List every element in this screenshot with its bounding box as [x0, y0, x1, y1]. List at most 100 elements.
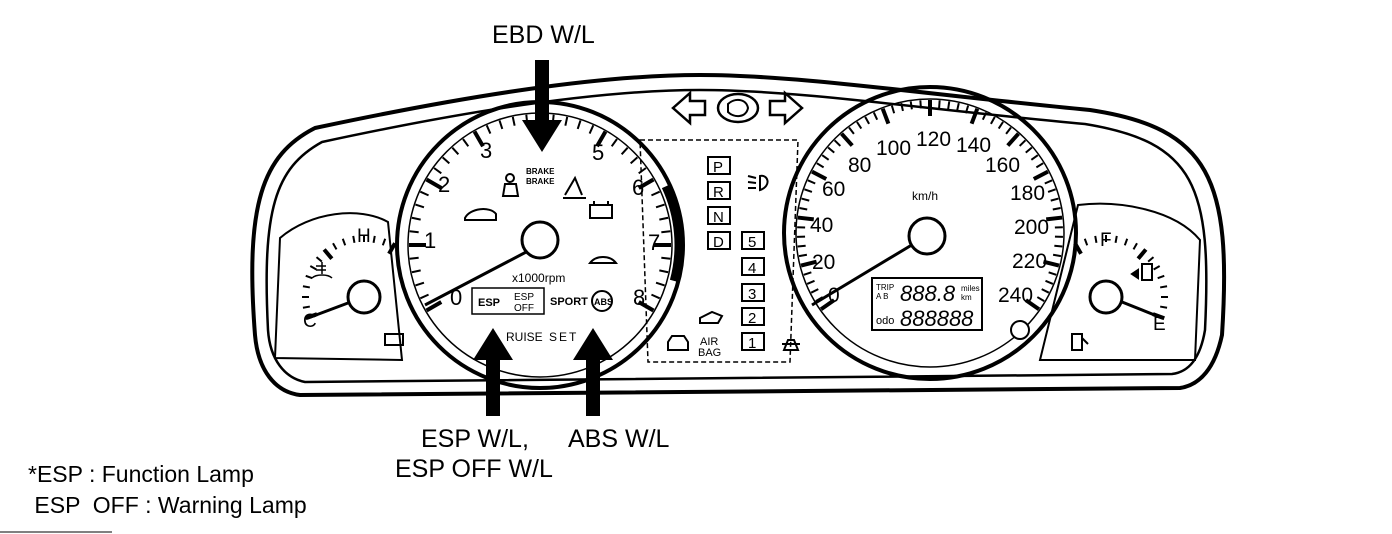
temp-tick: [381, 238, 387, 246]
tach-tick: [659, 216, 669, 221]
speed-tick: [964, 105, 970, 114]
battery-charge-icon: [589, 201, 613, 219]
speed-tick: [806, 279, 815, 285]
speed-tick: [1048, 271, 1057, 276]
speed-tick: [827, 146, 835, 154]
coolant-temp-icon: [311, 262, 333, 279]
temp-tick: [387, 242, 397, 255]
low-fuel-icon: [1071, 333, 1089, 351]
speed-tick: [833, 139, 842, 147]
temp-hub: [346, 279, 382, 315]
tach-number-1: 1: [424, 228, 436, 253]
esp-arrow: [473, 328, 513, 416]
esp-off-warning-lamp-note: ESP OFF : Warning Lamp: [28, 492, 307, 518]
speed-number-200: 200: [1014, 216, 1049, 239]
speedometer-bezel: [782, 85, 1078, 381]
check-engine-icon: [667, 335, 689, 351]
ebd-warning-lamp-label: EBD W/L: [492, 21, 595, 49]
odo-digits: 888888: [900, 306, 974, 331]
fuel-gauge: F E: [1071, 230, 1168, 351]
sport-gear-1: 1: [748, 335, 756, 352]
speed-number-100: 100: [876, 137, 911, 160]
tach-number-7: 7: [648, 230, 660, 255]
fuel-full-label: F: [1100, 230, 1112, 251]
speed-tick: [821, 154, 830, 161]
fuel-tick: [1147, 256, 1155, 263]
gear-p: P: [713, 159, 723, 176]
speed-tick: [1024, 298, 1041, 311]
temp-tick: [302, 305, 311, 309]
fuel-tick: [1159, 285, 1168, 289]
speed-tick: [801, 197, 810, 202]
tach-tick: [610, 138, 618, 147]
speed-tick: [816, 162, 825, 169]
callout-arrows: [473, 60, 613, 416]
tach-tick: [409, 230, 419, 234]
speed-tick: [797, 244, 806, 248]
fuel-ticks: [1073, 235, 1168, 321]
temp-tick: [372, 235, 376, 244]
sport-gear-5: 5: [748, 234, 756, 251]
speed-tick: [997, 121, 1004, 130]
fuel-tick: [1094, 235, 1098, 244]
tach-tick: [638, 167, 647, 175]
speed-tick: [864, 116, 870, 125]
sport-lamp-label: SPORT: [550, 296, 588, 308]
fuel-tick: [1157, 274, 1165, 280]
redline-arc: [661, 185, 682, 282]
tach-tick: [655, 203, 665, 209]
tach-needle: [424, 248, 531, 307]
speed-tick: [990, 116, 996, 125]
tach-number-2: 2: [438, 172, 450, 197]
abs-arrow: [573, 328, 613, 416]
speed-tick: [1035, 162, 1044, 169]
door-open-icon: [563, 175, 586, 199]
tachometer-gauge: 0 1 2 3 5 6 7 8 x1000rpm BRAKE BRAKE ESP: [395, 100, 685, 390]
cruise-label: RUISE: [506, 330, 543, 344]
odometer-display: [871, 277, 983, 331]
speed-tick: [1054, 244, 1063, 248]
speed-tick: [1045, 215, 1063, 222]
speed-tick: [919, 100, 922, 109]
headlamp-icon: [716, 92, 760, 124]
trunk-open-icon: [782, 339, 800, 351]
speed-tick: [1006, 132, 1020, 147]
speed-number-40: 40: [810, 214, 833, 237]
tach-tick: [411, 216, 421, 221]
tach-tick: [451, 146, 460, 156]
sport-gear-2: 2: [748, 310, 756, 327]
tach-tick: [485, 124, 492, 134]
abs-lamp-label: ABS: [594, 297, 613, 307]
trip-label-bottom: A B: [876, 292, 888, 301]
tach-tick: [637, 177, 655, 190]
sport-gear-4: 4: [748, 260, 756, 277]
tach-tick: [620, 146, 629, 156]
fuel-tick: [1123, 238, 1129, 246]
airbag-label-bottom: BAG: [698, 347, 721, 359]
esp-off-lamp-label-bottom: OFF: [514, 303, 534, 314]
tach-tick: [411, 269, 421, 274]
trip-units-miles: miles: [961, 284, 980, 293]
speed-needle: [811, 238, 921, 307]
tach-tick: [651, 190, 661, 197]
speed-tick: [1030, 154, 1039, 161]
temp-tick: [309, 265, 317, 271]
speed-tick: [803, 271, 812, 276]
esp-off-warning-lamp-label: ESP OFF W/L: [395, 455, 553, 483]
sport-gear-3: 3: [748, 286, 756, 303]
fuel-tick: [1153, 265, 1161, 271]
temperature-gauge: H C: [302, 226, 404, 346]
speedometer-ticks: [797, 100, 1063, 311]
speed-tick: [811, 169, 828, 181]
speed-number-0: 0: [828, 284, 840, 307]
speed-tick: [797, 215, 815, 222]
esp-warning-lamp-label: ESP W/L,: [421, 425, 529, 453]
gear-indicator: P R N D 5 4 3 2 1: [707, 156, 765, 352]
tach-tick: [498, 120, 504, 130]
speed-unit: km/h: [912, 189, 938, 203]
temp-tick: [302, 285, 311, 289]
airbag-label-top: AIR: [700, 336, 718, 348]
tach-hub: [520, 220, 560, 260]
tach-tick: [661, 256, 671, 260]
fuel-tick: [1083, 238, 1089, 246]
